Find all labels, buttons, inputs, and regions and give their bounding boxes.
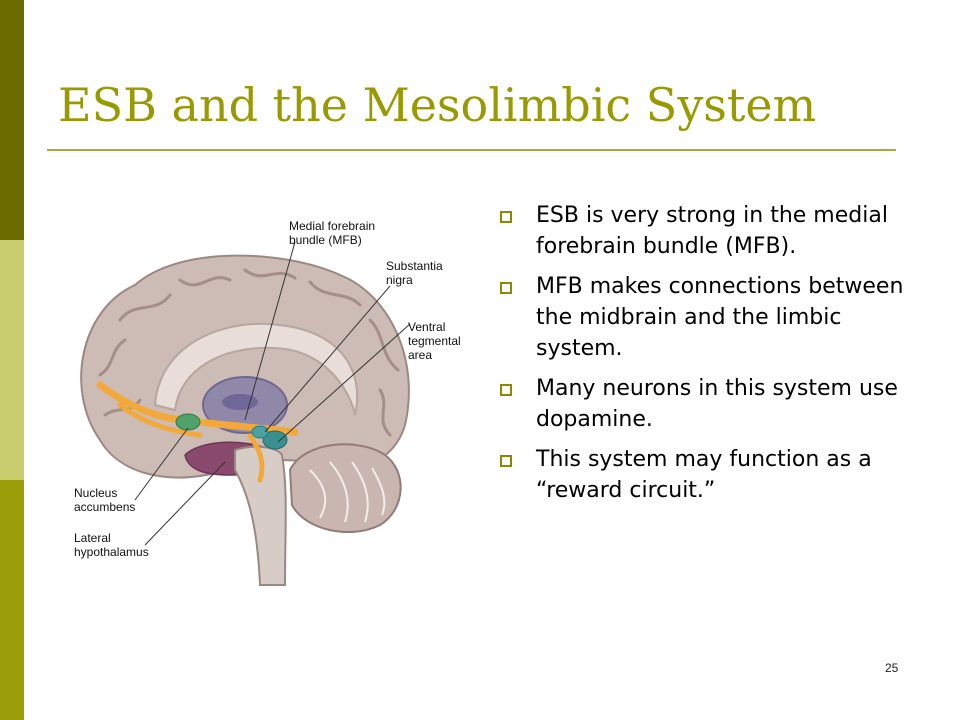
ventral-tegmental-area xyxy=(262,430,288,450)
label-ventral-tegmental-area: Ventral tegmental area xyxy=(408,320,461,362)
square-bullet-icon xyxy=(500,384,512,396)
square-bullet-icon xyxy=(500,282,512,294)
bullet-text: MFB makes connections between the midbra… xyxy=(536,274,904,361)
label-nucleus-accumbens: Nucleus accumbens xyxy=(74,486,136,514)
leader-lines xyxy=(134,241,411,546)
bullet-item: MFB makes connections between the midbra… xyxy=(494,271,914,364)
square-bullet-icon xyxy=(500,211,512,223)
cerebellum-folia xyxy=(309,461,386,523)
label-lateral-hypothalamus: Lateral hypothalamus xyxy=(74,531,149,559)
bullet-item: This system may function as a “reward ci… xyxy=(494,444,914,506)
bullet-text: This system may function as a “reward ci… xyxy=(536,447,872,503)
sidebar-band-top xyxy=(0,0,24,240)
substantia-nigra xyxy=(251,425,269,439)
bullet-item: Many neurons in this system use dopamine… xyxy=(494,373,914,435)
sidebar-band-bottom xyxy=(0,480,24,720)
label-medial-forebrain-bundle: Medial forebrain bundle (MFB) xyxy=(289,219,376,247)
slide-title: ESB and the Mesolimbic System xyxy=(58,78,817,132)
thalamus-core xyxy=(222,394,258,410)
title-underline xyxy=(47,149,896,151)
nucleus-accumbens xyxy=(175,413,201,431)
bullet-item: ESB is very strong in the medial forebra… xyxy=(494,200,914,262)
bullet-text: ESB is very strong in the medial forebra… xyxy=(536,203,888,259)
bullet-text: Many neurons in this system use dopamine… xyxy=(536,376,898,432)
bullet-list: ESB is very strong in the medial forebra… xyxy=(494,200,914,515)
sidebar-band-middle xyxy=(0,240,24,480)
slide-number: 25 xyxy=(885,661,899,675)
pathway-descending xyxy=(247,433,265,483)
pathway-branch xyxy=(117,402,203,438)
brain-diagram xyxy=(80,241,411,586)
corpus-callosum xyxy=(153,322,359,416)
brain-illustration: Medial forebrain bundle (MFB) Substantia… xyxy=(60,200,461,600)
square-bullet-icon xyxy=(500,455,512,467)
label-substantia-nigra: Substantia nigra xyxy=(386,259,443,287)
gyri-folds xyxy=(98,268,400,437)
